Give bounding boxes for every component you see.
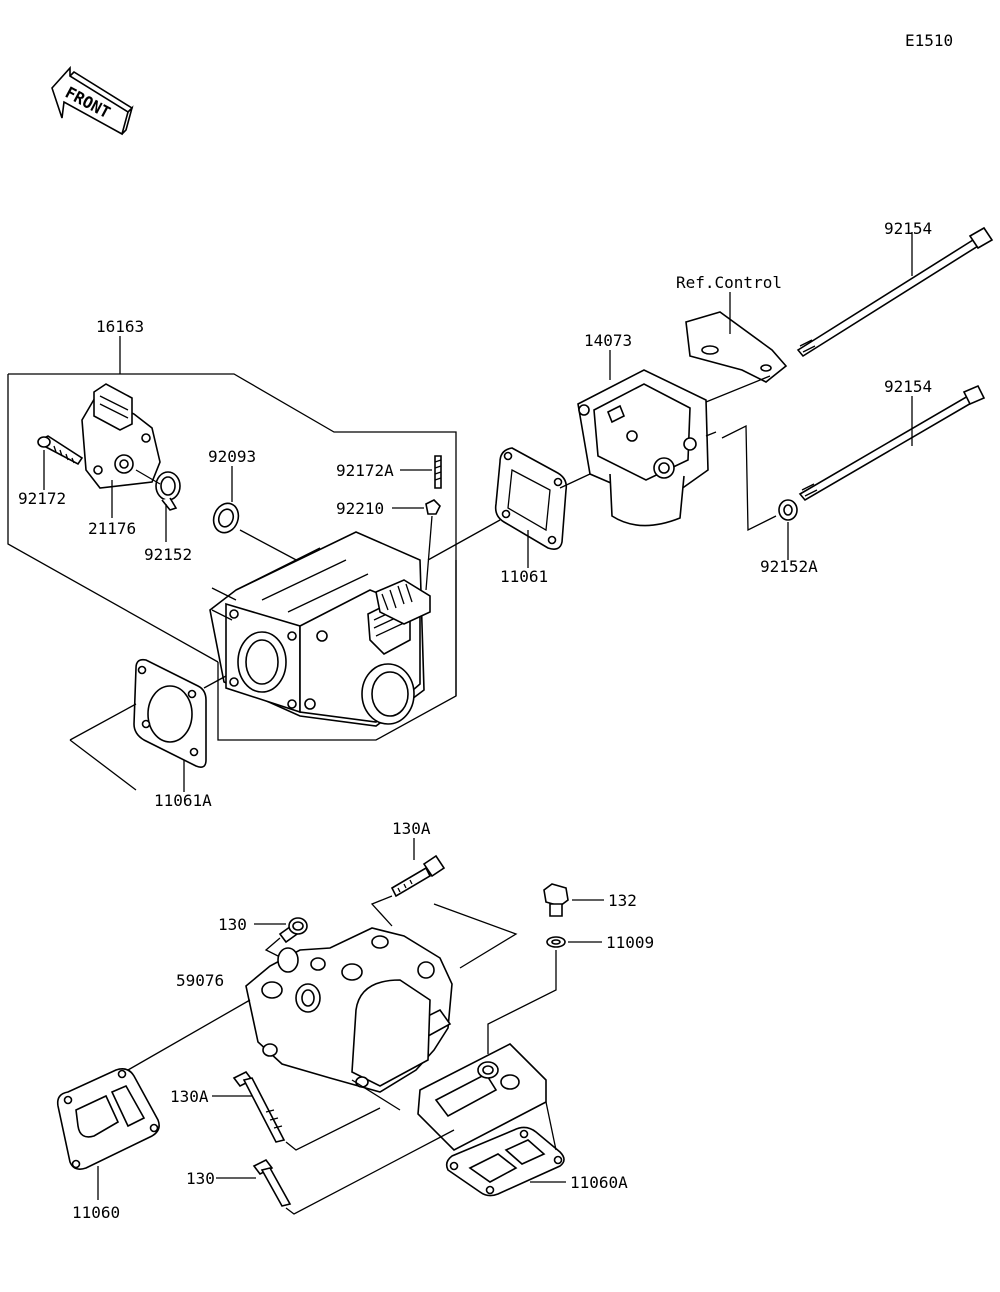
assembly-line-14073 [705, 375, 771, 437]
assembly-line-130-top [264, 937, 283, 959]
clamp-92152 [155, 471, 181, 511]
bolt-130-bottom [252, 1158, 292, 1207]
label-130A-top: 130A [392, 819, 431, 838]
frame-16163 [7, 336, 457, 696]
label-130A-bottom: 130A [170, 1087, 209, 1106]
nut-92210 [425, 499, 441, 515]
label-92210: 92210 [336, 499, 384, 518]
stud-92172A [434, 455, 442, 489]
label-92093: 92093 [208, 447, 256, 466]
gasket-11061 [494, 447, 568, 550]
assembly-line-sensor [135, 469, 301, 563]
label-130-top: 130 [218, 915, 247, 934]
label-11061A: 11061A [154, 791, 212, 810]
throttle-body-bracket [211, 587, 237, 621]
assembly-line-130A-bottom [285, 1079, 401, 1151]
label-92172: 92172 [18, 489, 66, 508]
bolt-130A-top [390, 854, 446, 898]
assembly-line-11060A [545, 1101, 557, 1151]
gasket-11060A [445, 1126, 565, 1197]
collar-92152A [778, 499, 798, 521]
assembly-line-stud [425, 515, 433, 591]
o-ring-92093 [212, 502, 240, 534]
label-130-bottom: 130 [186, 1169, 215, 1188]
label-92154-mid: 92154 [884, 377, 932, 396]
assembly-line-11009 [487, 950, 557, 1054]
label-11061: 11061 [500, 567, 548, 586]
frame-16163-bottom [217, 560, 457, 741]
label-132: 132 [608, 891, 637, 910]
washer-11009 [546, 936, 566, 948]
gasket-11061A [133, 658, 207, 768]
label-21176: 21176 [88, 519, 136, 538]
label-92152: 92152 [144, 545, 192, 564]
label-11060: 11060 [72, 1203, 120, 1222]
label-92154-top: 92154 [884, 219, 932, 238]
label-92172A: 92172A [336, 461, 394, 480]
label-11060A: 11060A [570, 1173, 628, 1192]
assembly-line-130A-top [370, 895, 518, 969]
assembly-line-11061A [69, 675, 227, 791]
assembly-line-11061 [427, 473, 591, 561]
front-arrow-icon: FRONT [51, 65, 134, 136]
bolt-92154-mid [798, 384, 986, 502]
intake-manifold [245, 927, 547, 1151]
screw-92172 [37, 435, 84, 466]
label-59076: 59076 [176, 971, 224, 990]
throttle-body [209, 531, 431, 727]
intake-duct-14073 [577, 369, 709, 527]
bracket-lines-92152A [721, 424, 777, 532]
control-bracket [685, 311, 788, 383]
throttle-sensor-21176 [81, 383, 161, 489]
bolt-130-top [278, 917, 308, 944]
assembly-line-130-bottom [285, 1129, 455, 1215]
label-92152A: 92152A [760, 557, 818, 576]
assembly-line-11060 [127, 999, 251, 1071]
gasket-11060 [56, 1068, 160, 1170]
bolt-130A-bottom [232, 1070, 286, 1143]
bolt-132 [543, 883, 569, 917]
bolt-92154-top [796, 226, 994, 358]
label-11009: 11009 [606, 933, 654, 952]
diagram-code: E1510 [905, 31, 953, 50]
label-14073: 14073 [584, 331, 632, 350]
label-ref-control: Ref.Control [676, 273, 782, 292]
label-16163: 16163 [96, 317, 144, 336]
